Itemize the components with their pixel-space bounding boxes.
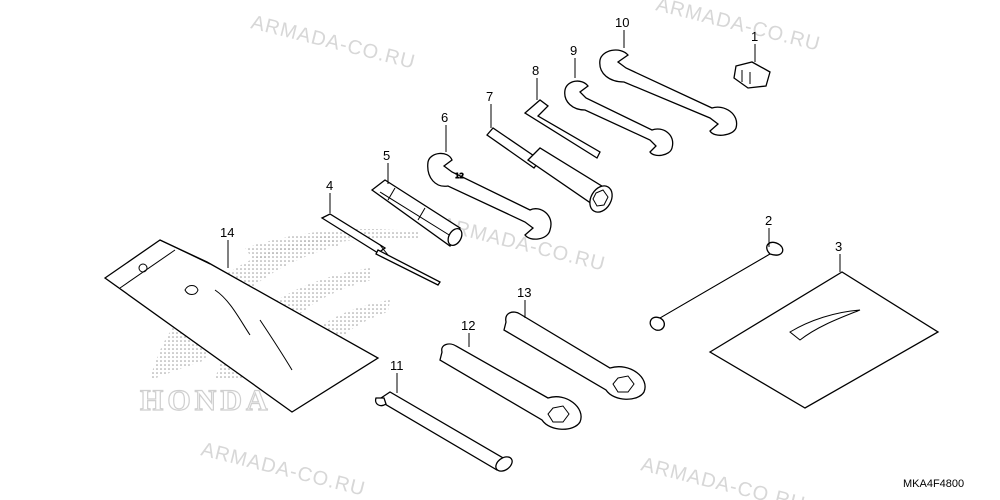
open-end-wrench-9: [564, 80, 674, 157]
callout-2: 2: [765, 213, 772, 228]
callout-4: 4: [326, 178, 333, 193]
callout-1: 1: [751, 29, 758, 44]
callout-13: 13: [517, 285, 531, 300]
manual-sheet: [708, 271, 940, 409]
key-clip: [733, 61, 771, 89]
callout-5: 5: [383, 148, 390, 163]
screwdriver: [320, 213, 441, 286]
callout-14: 14: [220, 225, 234, 240]
watermark-text: ARMADA-CO.RU: [654, 0, 823, 56]
spanner-13: [503, 311, 646, 400]
callout-7: 7: [486, 89, 493, 104]
watermark-text: ARMADA-CO.RU: [199, 439, 368, 500]
svg-text:12: 12: [455, 172, 464, 180]
spanner-12: [439, 343, 582, 430]
watermark-text: ARMADA-CO.RU: [439, 214, 608, 276]
callout-6: 6: [441, 110, 448, 125]
watermark-text: ARMADA-CO.RU: [249, 12, 418, 74]
open-end-wrench-6: 12: [427, 152, 552, 240]
callout-3: 3: [835, 239, 842, 254]
diagram-code: MKA4F4800: [903, 478, 964, 490]
screwdriver-grip: [370, 179, 463, 247]
tool-bag: [103, 239, 380, 413]
callout-12: 12: [461, 318, 475, 333]
open-end-wrench-10: [599, 49, 738, 136]
socket-wrench: [486, 127, 613, 213]
extension-bar: [374, 391, 513, 472]
honda-logo-text: HONDA: [140, 384, 272, 417]
helmet-cable: [649, 241, 784, 331]
callout-11: 11: [390, 358, 404, 373]
callout-8: 8: [532, 63, 539, 78]
watermark-text: ARMADA-CO.RU: [639, 454, 808, 500]
callout-9: 9: [570, 43, 577, 58]
callout-10: 10: [615, 15, 629, 30]
hex-key: [523, 99, 601, 159]
